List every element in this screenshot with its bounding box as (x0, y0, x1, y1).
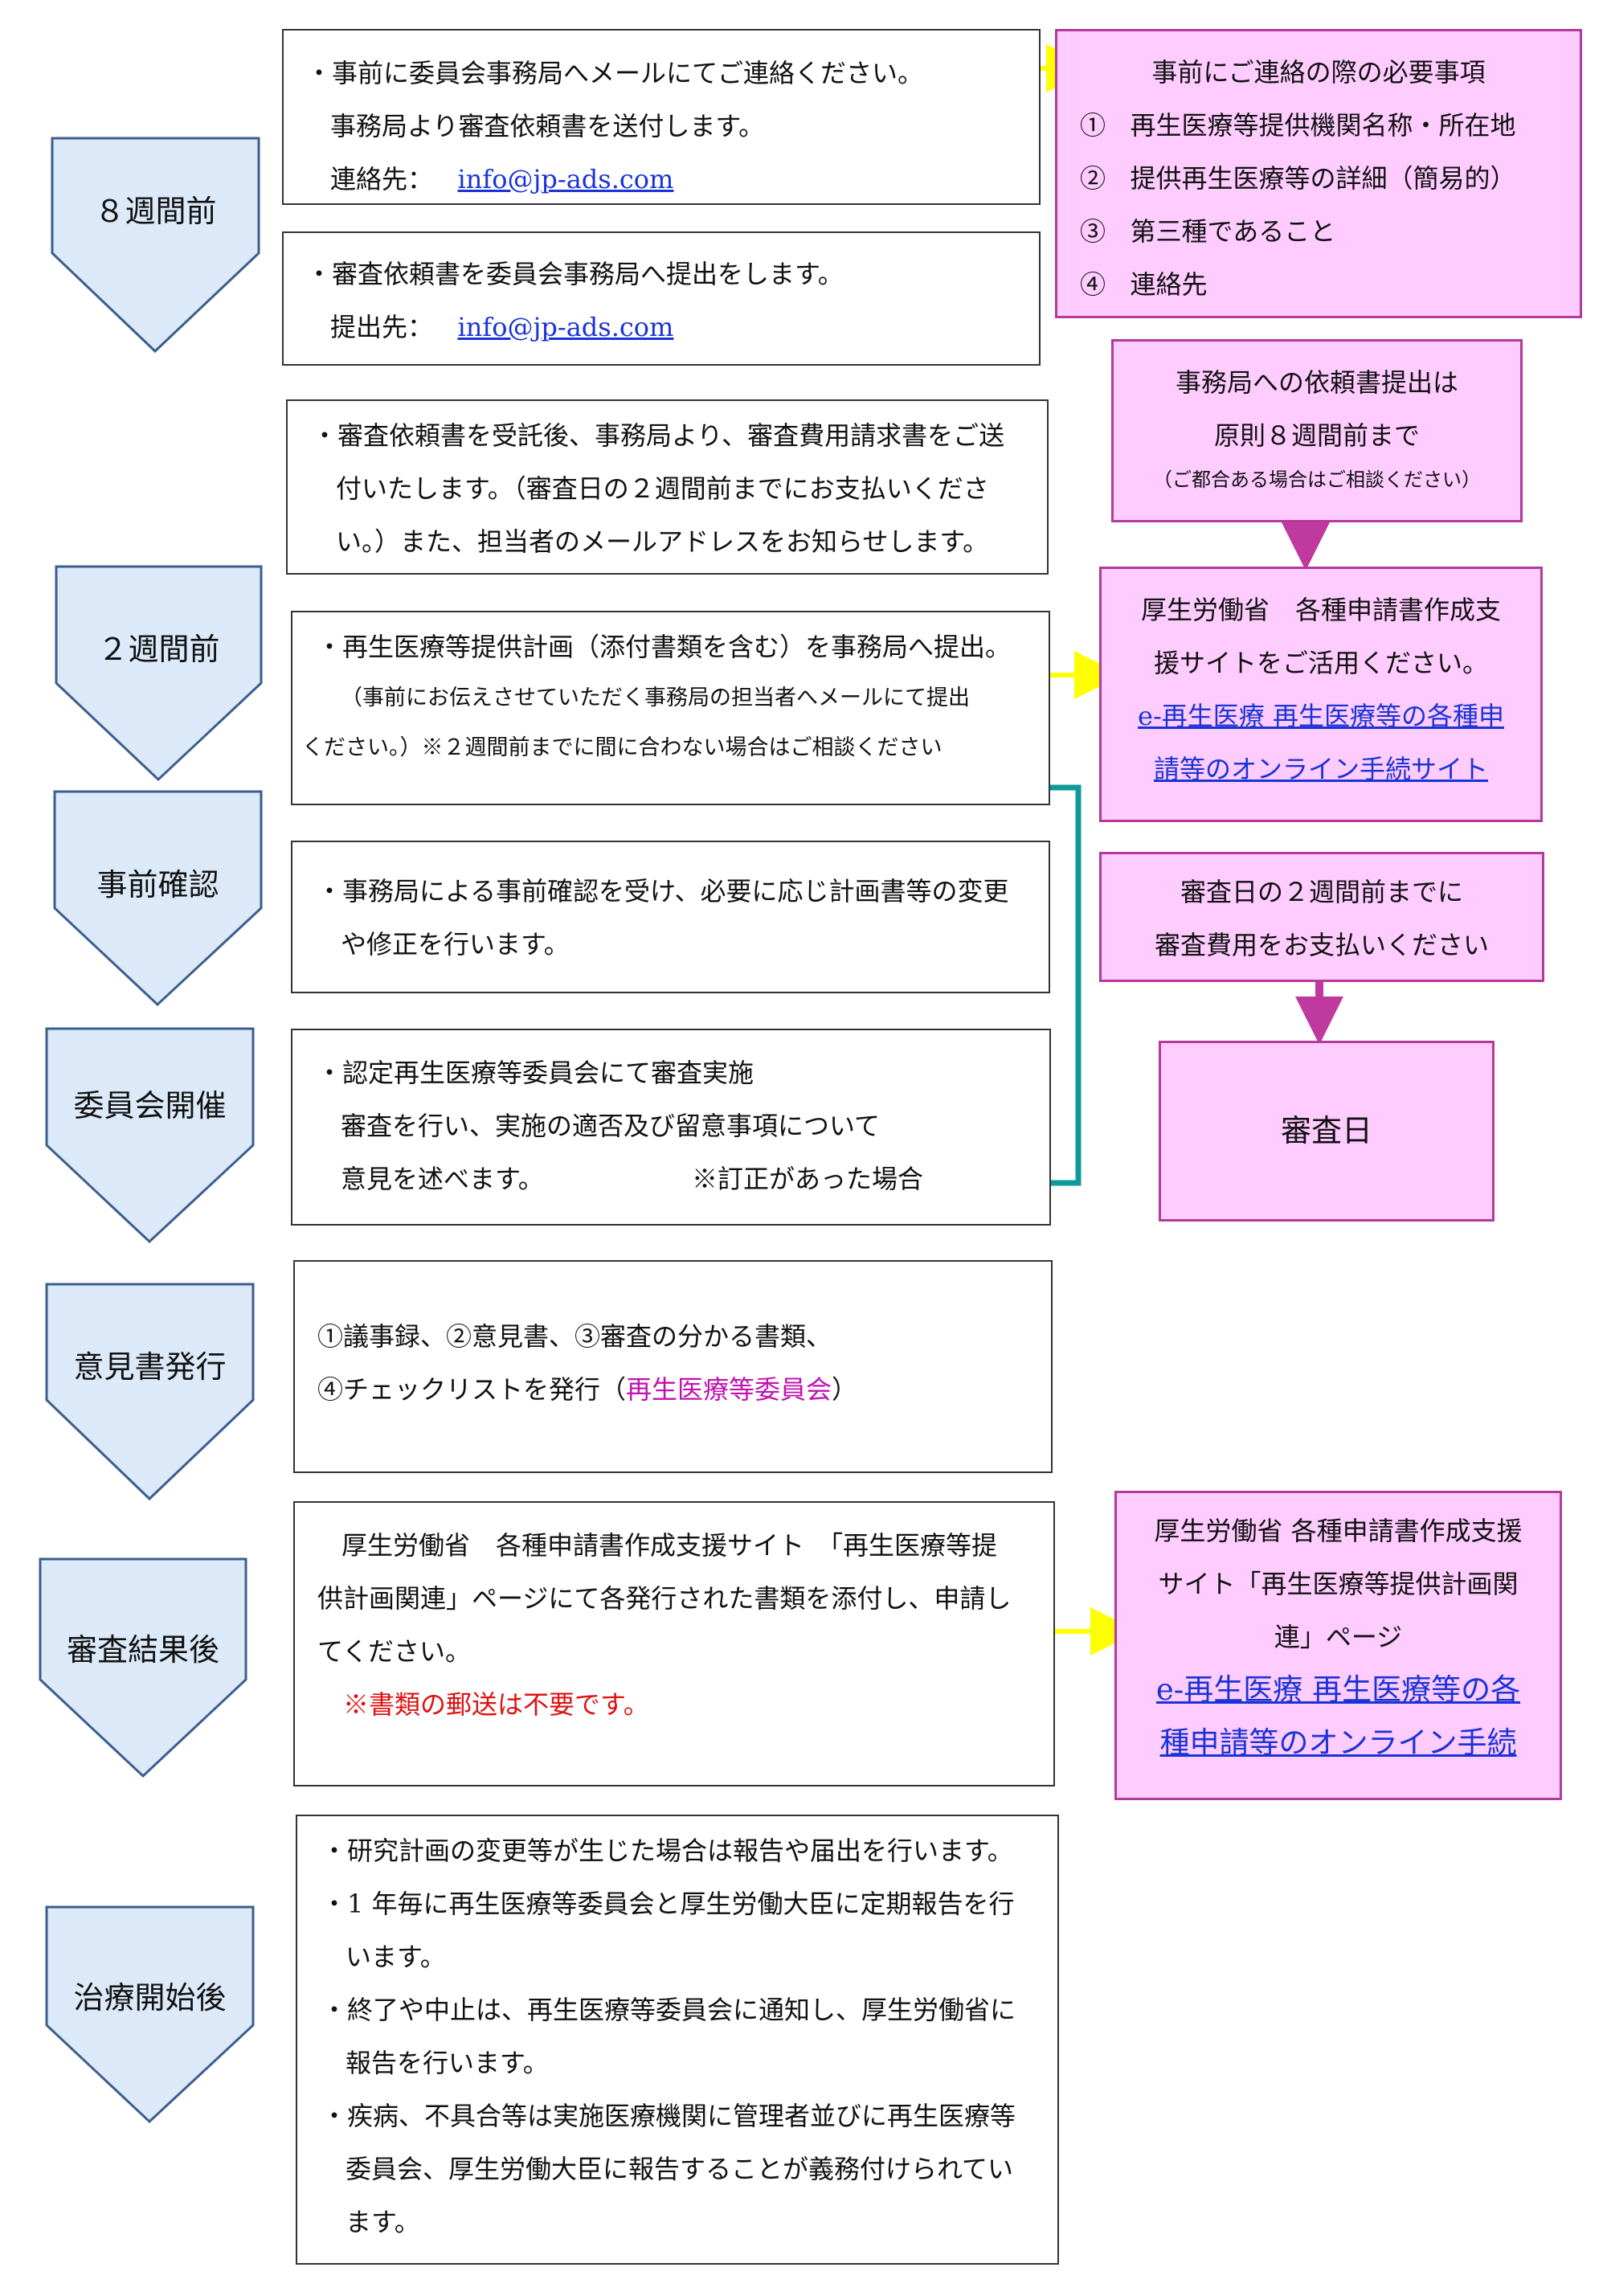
step-committee-line3-text: 意見を述べます。 (341, 1164, 544, 1194)
payment-deadline-panel: 審査日の２週間前までに 審査費用をお支払いください (1099, 852, 1544, 982)
step-contact-line2: 事務局より審査依頼書を送付します。 (330, 111, 765, 141)
step-submit-line1: ・審査依頼書を委員会事務局へ提出をします。 (306, 259, 844, 289)
required-item-3: ③ 第三種であること (1080, 216, 1336, 247)
step-plan-line2: （事前にお伝えさせていただく事務局の担当者へメールにて提出 (341, 686, 970, 710)
step-pre-check-line2: や修正を行います。 (341, 929, 570, 960)
step-opinion-box: ①議事録、②意見書、③審査の分かる書類、 ④チェックリストを発行（再生医療等委員… (293, 1260, 1053, 1473)
step-committee-line2: 審査を行い、実施の適否及び留意事項について (341, 1111, 881, 1141)
step-application-line2: 供計画関連」ページにて各発行された書類を添付し、申請し (317, 1583, 1012, 1614)
no-mail-note: ※書類の郵送は不要です。 (343, 1689, 649, 1720)
step-invoice-box: ・審査依頼書を受託後、事務局より、審査費用請求書をご送 付いたします。（審査日の… (286, 399, 1049, 575)
stage-label-8-weeks: ８週間前 (94, 194, 217, 229)
step-committee-box: ・認定再生医療等委員会にて審査実施 審査を行い、実施の適否及び留意事項について … (291, 1029, 1051, 1226)
step-after-treatment-box: ・研究計画の変更等が生じた場合は報告や届出を行います。 ・1 年毎に再生医療等委… (296, 1815, 1059, 2265)
stage-label-pre-check: 事前確認 (96, 867, 219, 902)
payment-line1: 審査日の２週間前までに (1180, 877, 1463, 907)
step-contact-box: ・事前に委員会事務局へメールにてご連絡ください。 事務局より審査依頼書を送付しま… (282, 29, 1041, 205)
deadline-note: （ご都合ある場合はご相談ください） (1153, 469, 1481, 491)
step-plan-submission-box: ・再生医療等提供計画（添付書類を含む）を事務局へ提出。 （事前にお伝えさせていた… (291, 611, 1050, 805)
submit-label: 提出先： (330, 312, 434, 342)
stage-chevron-opinion (45, 1283, 255, 1501)
step-invoice-line2: 付いたします。（審査日の２週間前までにお支払いくださ (336, 473, 989, 504)
e-regenerative-page-link-line2[interactable]: 種申請等のオンライン手続 (1159, 1725, 1517, 1760)
deadline-panel: 事務局への依頼書提出は 原則８週間前まで （ご都合ある場合はご相談ください） (1111, 339, 1523, 522)
contact-email-link[interactable]: info@jp-ads.com (457, 164, 674, 194)
stage-label-after-review: 審査結果後 (66, 1632, 219, 1668)
correction-note: ※訂正があった場合 (692, 1164, 924, 1194)
step-invoice-line3: い。）また、担当者のメールアドレスをお知らせします。 (336, 526, 989, 557)
e-regenerative-link-line1[interactable]: e-再生医療 再生医療等の各種申 (1138, 701, 1504, 731)
step-committee-line1: ・認定再生医療等委員会にて審査実施 (317, 1058, 754, 1088)
stage-chevron-8-weeks (51, 137, 260, 354)
stage-chevron-after-review (39, 1557, 247, 1778)
stage-label-committee: 委員会開催 (73, 1088, 227, 1123)
stage-chevron-pre-check (53, 790, 263, 1007)
after-treatment-line6: ・疾病、不具合等は実施医療機関に管理者並びに再生医療等 (321, 2101, 1016, 2131)
after-treatment-line4: ・終了や中止は、再生医療等委員会に通知し、厚生労働省に (321, 1995, 1016, 2025)
step-plan-line1: ・再生医療等提供計画（添付書類を含む）を事務局へ提出。 (317, 632, 1012, 662)
step-committee-line3: 意見を述べます。 ※訂正があった場合 (317, 1152, 1049, 1205)
step-invoice-line1: ・審査依頼書を受託後、事務局より、審査費用請求書をご送 (312, 420, 1005, 451)
required-items-title: 事前にご連絡の際の必要事項 (1151, 57, 1486, 88)
stage-label-after-treatment: 治療開始後 (73, 1980, 227, 2016)
e-regenerative-page-link-line1[interactable]: e-再生医療 再生医療等の各 (1155, 1672, 1521, 1707)
opinion-line2-c: ） (832, 1374, 858, 1405)
mhlw-site-line2: 援サイトをご活用ください。 (1153, 648, 1488, 678)
contact-label: 連絡先： (330, 164, 434, 194)
step-pre-check-line1: ・事務局による事前確認を受け、必要に応じ計画書等の変更 (317, 876, 1009, 907)
after-treatment-line8: ます。 (346, 2207, 420, 2237)
after-treatment-line3: います。 (346, 1942, 446, 1972)
required-item-1: ① 再生医療等提供機関名称・所在地 (1080, 110, 1516, 141)
required-item-2: ② 提供再生医療等の詳細（簡易的） (1080, 163, 1516, 194)
step-submit-request-box: ・審査依頼書を委員会事務局へ提出をします。 提出先： info@jp-ads.c… (282, 231, 1041, 366)
opinion-committee-name: 再生医療等委員会 (626, 1374, 832, 1405)
step-contact-line1: ・事前に委員会事務局へメールにてご連絡ください。 (306, 58, 924, 88)
payment-line2: 審査費用をお支払いください (1154, 930, 1489, 960)
required-items-panel: 事前にご連絡の際の必要事項 ① 再生医療等提供機関名称・所在地 ② 提供再生医療… (1055, 29, 1582, 318)
stage-chevron-2-weeks (55, 565, 263, 782)
stage-label-2-weeks: ２週間前 (97, 632, 220, 667)
deadline-line2: 原則８週間前まで (1213, 420, 1420, 451)
opinion-line2-a: ④チェックリストを発行（ (317, 1374, 627, 1405)
step-submit-address: 提出先： info@jp-ads.com (306, 301, 1039, 354)
step-application-line3: てください。 (317, 1636, 472, 1667)
mhlw-page-line2: サイト「再生医療等提供計画関 (1158, 1569, 1519, 1599)
mhlw-site-line1: 厚生労働省 各種申請書作成支 (1140, 595, 1501, 625)
mhlw-page-line1: 厚生労働省 各種申請書作成支援 (1154, 1516, 1523, 1546)
step-opinion-line1: ①議事録、②意見書、③審査の分かる書類、 (317, 1321, 832, 1352)
step-opinion-line2: ④チェックリストを発行（再生医療等委員会） (317, 1363, 1051, 1416)
after-treatment-line5: 報告を行います。 (346, 2048, 549, 2078)
after-treatment-line7: 委員会、厚生労働大臣に報告することが義務付けられてい (346, 2154, 1014, 2184)
review-day-panel: 審査日 (1159, 1041, 1495, 1222)
step-application-line1: 厚生労働省 各種申請書作成支援サイト 「再生医療等提 (341, 1530, 998, 1561)
stage-chevron-after-treatment (45, 1905, 255, 2124)
after-treatment-line2: ・1 年毎に再生医療等委員会と厚生労働大臣に定期報告を行 (321, 1889, 1015, 1919)
mhlw-site-panel: 厚生労働省 各種申請書作成支 援サイトをご活用ください。 e-再生医療 再生医療… (1099, 567, 1543, 822)
stage-label-opinion: 意見書発行 (73, 1349, 227, 1385)
step-plan-line3: ください。）※２週間前までに間に合わない場合はご相談ください (302, 735, 943, 760)
step-contact-address: 連絡先： info@jp-ads.com (306, 153, 1039, 206)
deadline-line1: 事務局への依頼書提出は (1175, 367, 1458, 398)
step-application-box: 厚生労働省 各種申請書作成支援サイト 「再生医療等提 供計画関連」ページにて各発… (293, 1501, 1055, 1786)
required-item-4: ④ 連絡先 (1080, 269, 1208, 300)
after-treatment-line1: ・研究計画の変更等が生じた場合は報告や届出を行います。 (321, 1836, 1013, 1866)
mhlw-page-line3: 連」ページ (1274, 1622, 1403, 1652)
step-pre-check-box: ・事務局による事前確認を受け、必要に応じ計画書等の変更 や修正を行います。 (291, 841, 1050, 993)
submit-email-link[interactable]: info@jp-ads.com (457, 312, 674, 342)
stage-chevron-committee (45, 1027, 255, 1244)
mhlw-page-panel: 厚生労働省 各種申請書作成支援 サイト「再生医療等提供計画関 連」ページ e-再… (1114, 1491, 1562, 1800)
review-day-label: 審査日 (1280, 1113, 1372, 1148)
e-regenerative-link-line2[interactable]: 請等のオンライン手続サイト (1153, 754, 1488, 784)
